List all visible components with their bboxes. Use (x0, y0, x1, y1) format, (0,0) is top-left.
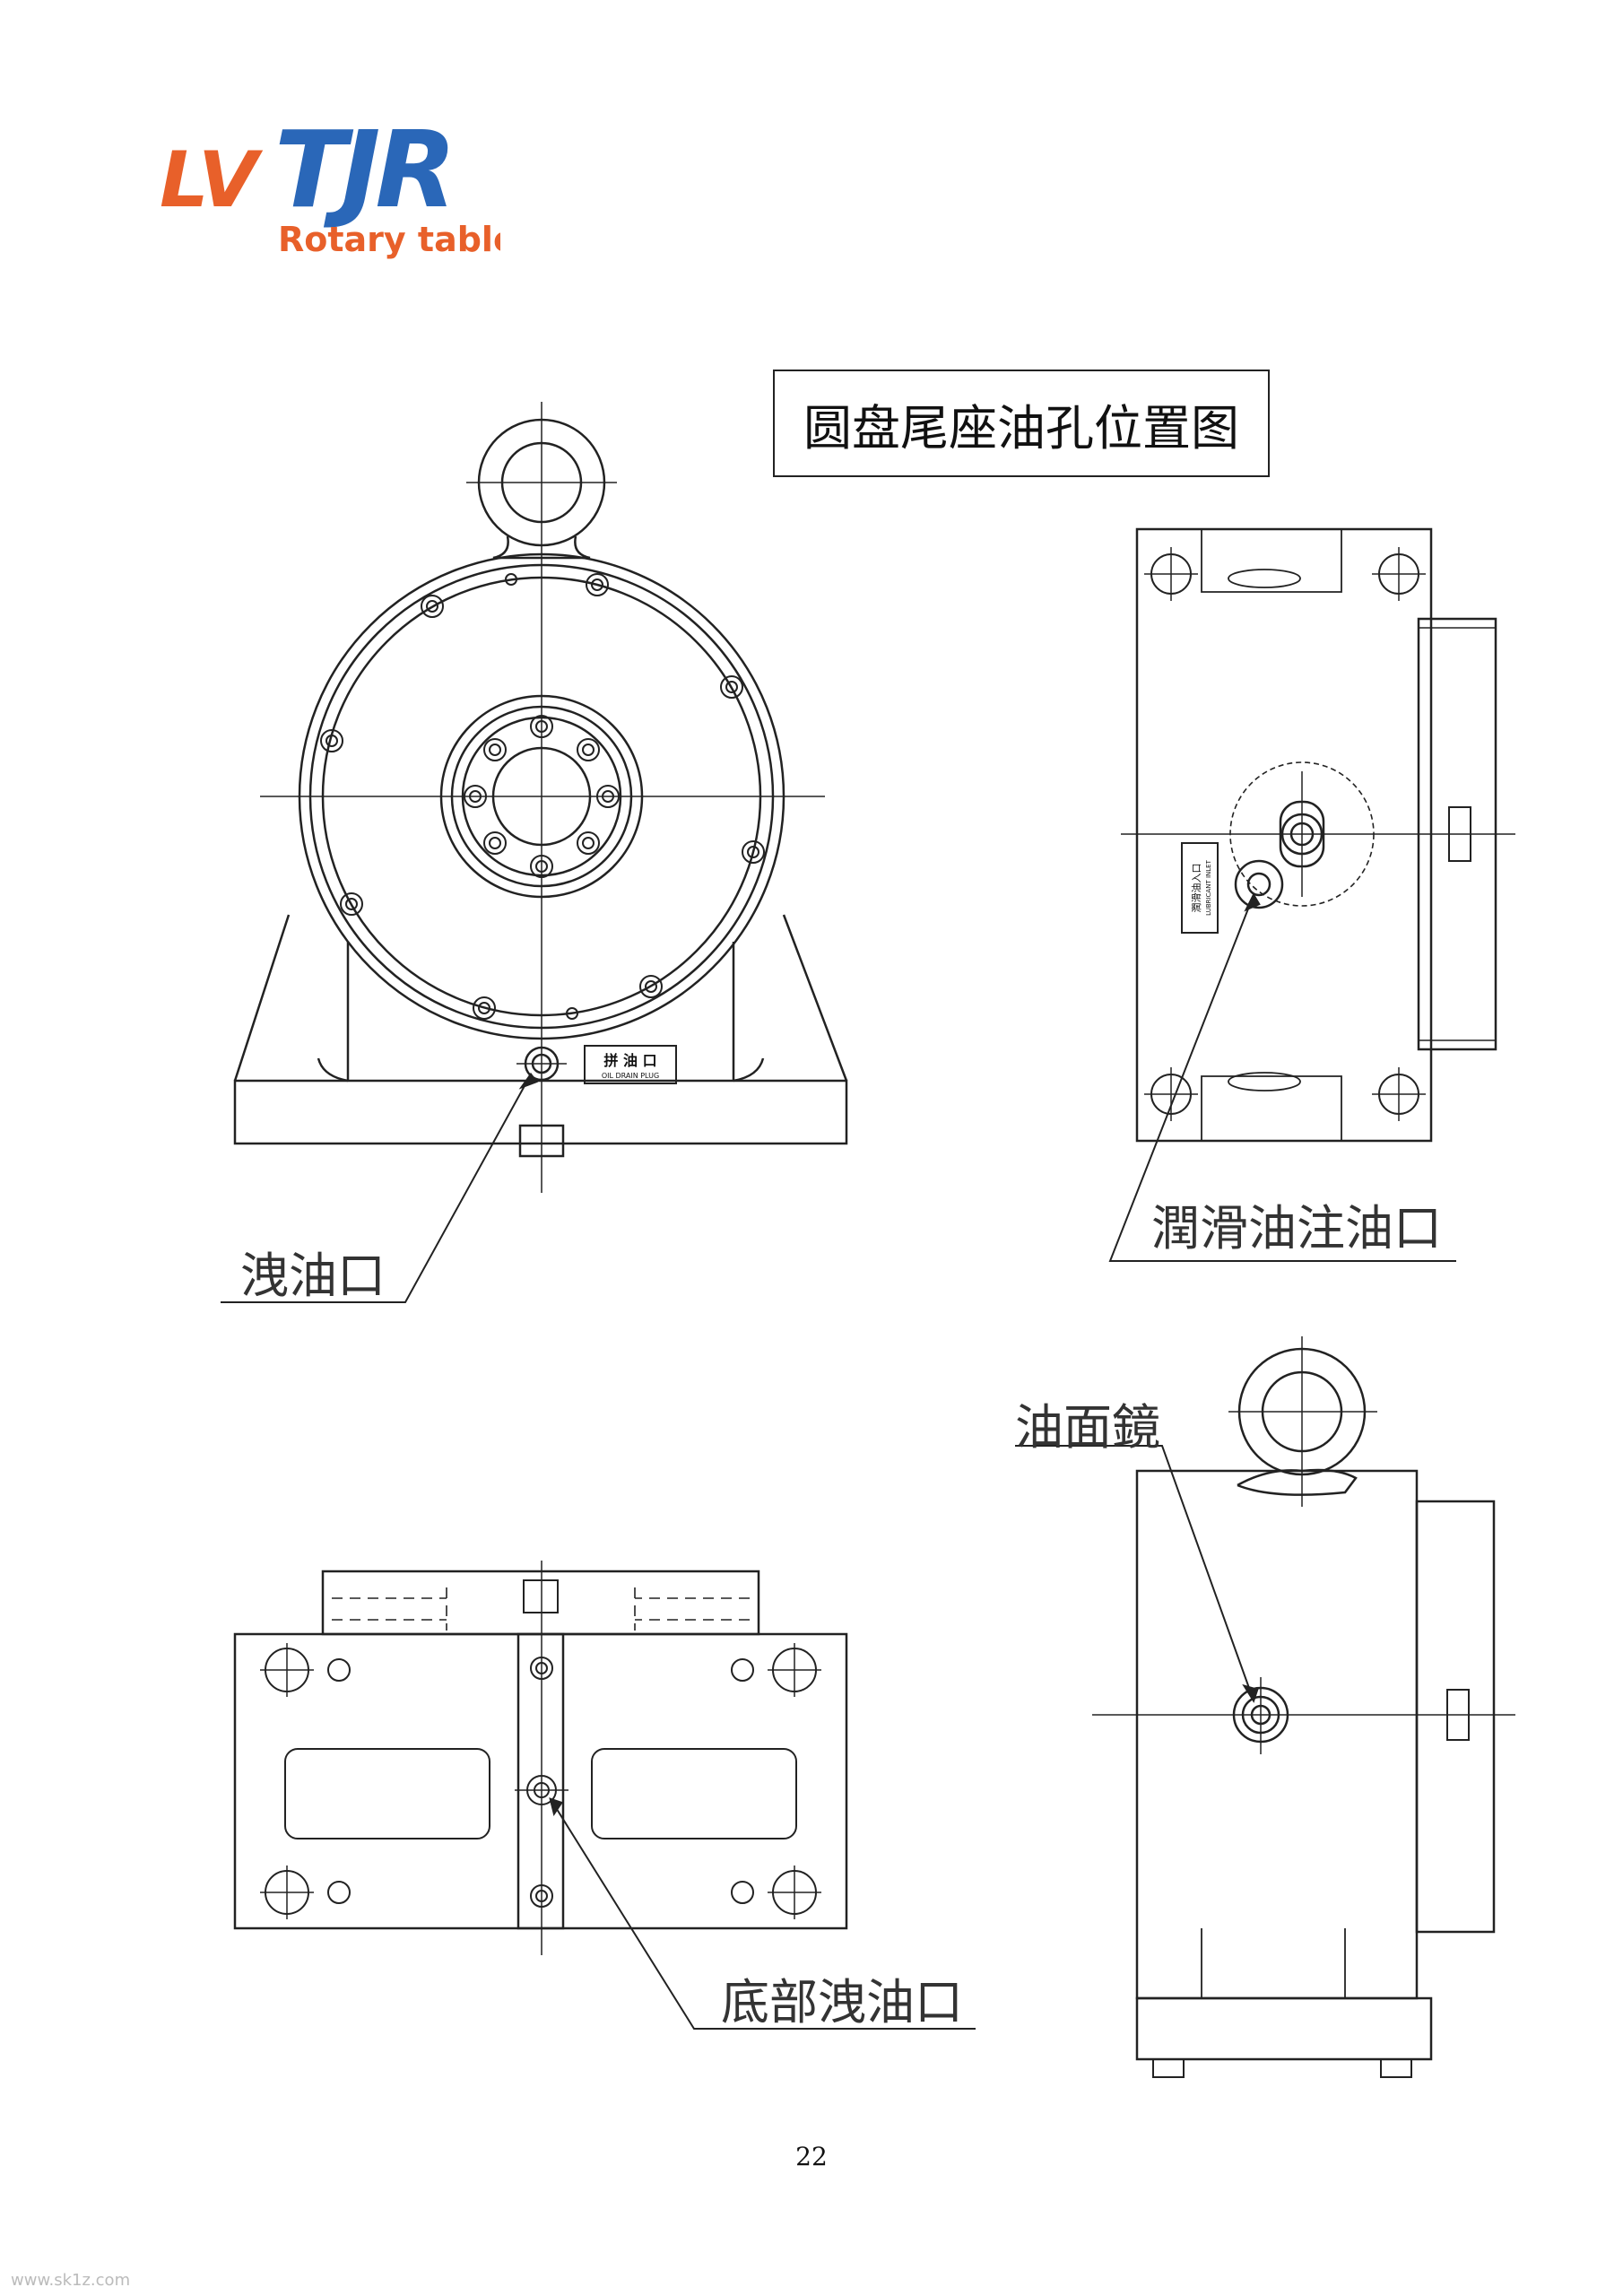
lubricant-fill-port-label: 潤滑油注油口 (1151, 1200, 1442, 1257)
fill-plate-en: LUBRICANT INLET (1205, 859, 1212, 915)
side-view: 潤滑油入口 LUBRICANT INLET (1108, 527, 1515, 1262)
bottom-drain-port-label: 底部洩油口 (721, 1974, 963, 2031)
logo-tagline: Rotary table (278, 220, 500, 259)
watermark: www.sk1z.com (11, 2271, 131, 2290)
brand-logo: LV TJR Rotary table (160, 117, 500, 259)
diagram-title-box: 圆盘尾座油孔位置图 (773, 370, 1270, 477)
diagram-title: 圆盘尾座油孔位置图 (803, 399, 1239, 457)
side-view-2 (1015, 1336, 1515, 2078)
front-view: 拼 油 口 OIL DRAIN PLUG (221, 402, 848, 1303)
bottom-view (233, 1561, 976, 2030)
drain-plate-en: OIL DRAIN PLUG (602, 1072, 659, 1080)
oil-sight-glass-label: 油面鏡 (1015, 1399, 1160, 1456)
drain-port-label: 洩油口 (240, 1248, 386, 1304)
logo-lv-text: LV (160, 135, 264, 225)
fill-plate-cn: 潤滑油入口 (1190, 864, 1202, 913)
page-number: 22 (795, 2142, 828, 2171)
logo-tjr-text: TJR (274, 117, 451, 231)
drain-plate-cn: 拼 油 口 (603, 1052, 656, 1069)
